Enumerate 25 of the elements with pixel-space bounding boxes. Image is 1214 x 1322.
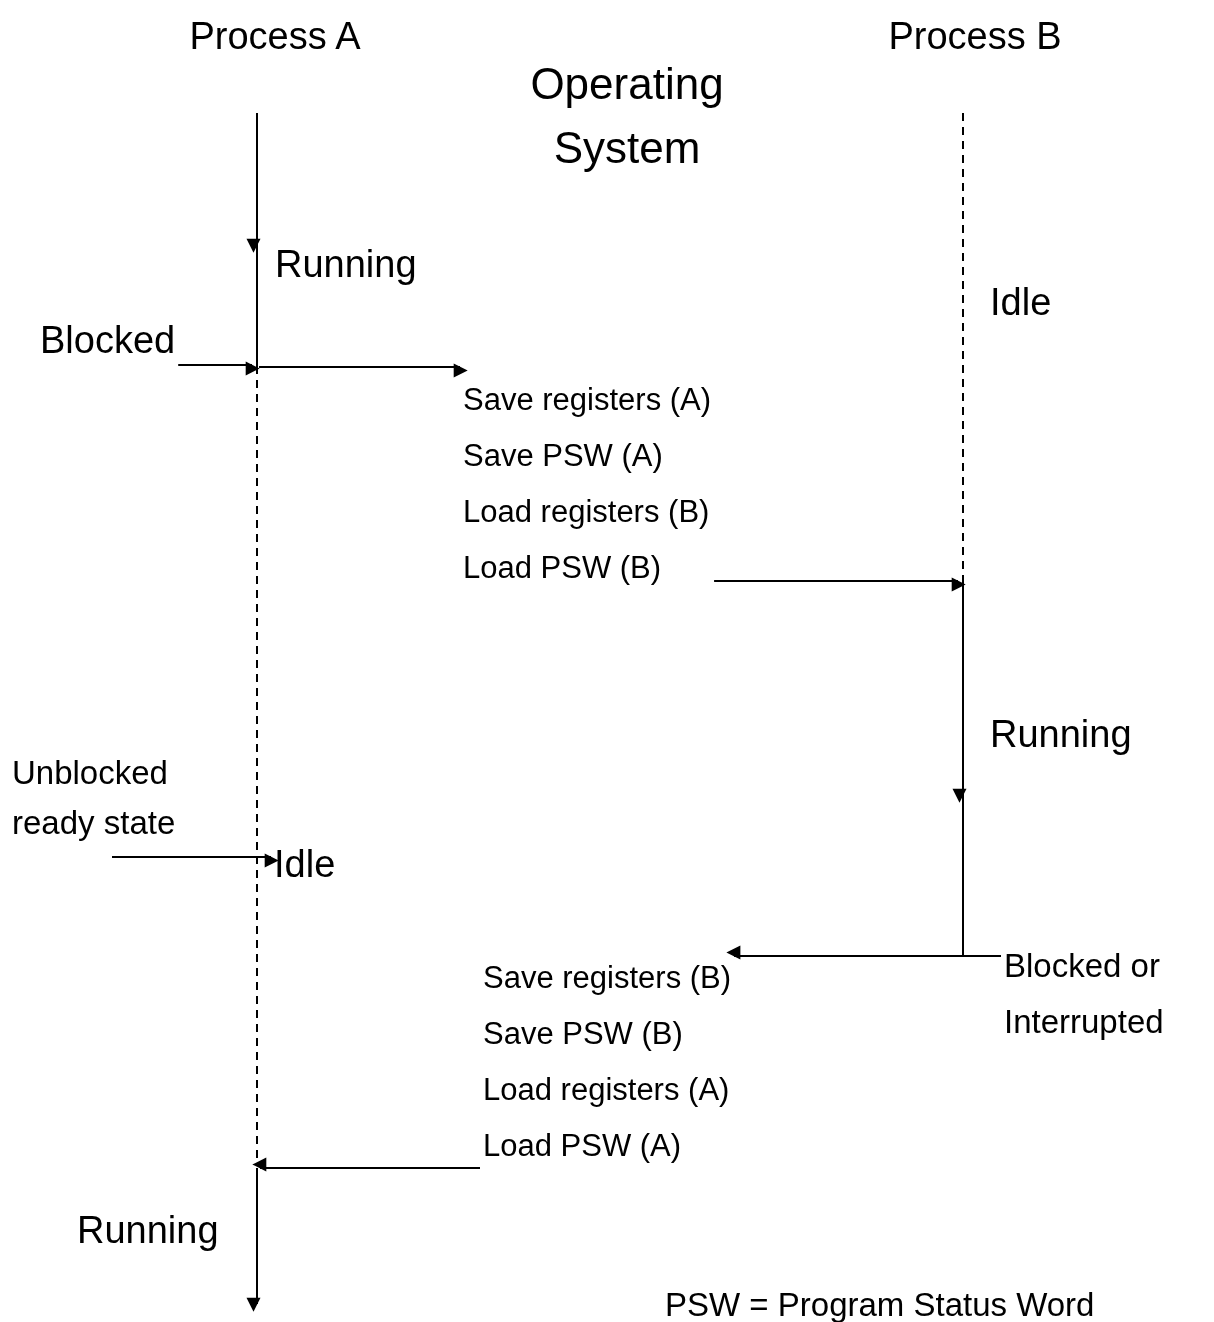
step-text: Load PSW (B) [463,549,662,587]
arrow [258,363,468,378]
column-heading: Process B [888,8,1062,65]
column-heading: Operating System [477,52,777,180]
arrow [177,361,260,376]
step-text: Load PSW (A) [483,1127,682,1165]
arrow [111,853,279,868]
step-text: Save registers (A) [463,381,712,419]
state-label: Running [275,236,417,293]
state-label: Running [77,1202,219,1259]
column-heading: Process A [189,8,361,65]
step-text: Load registers (B) [463,493,710,531]
step-text: Save PSW (A) [463,437,663,475]
step-text: Save PSW (B) [483,1015,683,1053]
step-text: Load registers (A) [483,1071,730,1109]
arrow [252,1157,481,1172]
step-text: Save registers (B) [483,959,732,997]
state-label: Idle [274,836,336,893]
event-label: Unblocked ready state [12,748,212,848]
arrow [726,945,1002,960]
event-label: Blocked or Interrupted [1004,938,1209,1050]
event-label: Blocked [40,312,176,369]
arrow [713,577,966,592]
state-label: Running [990,706,1132,763]
state-label: Idle [990,274,1052,331]
